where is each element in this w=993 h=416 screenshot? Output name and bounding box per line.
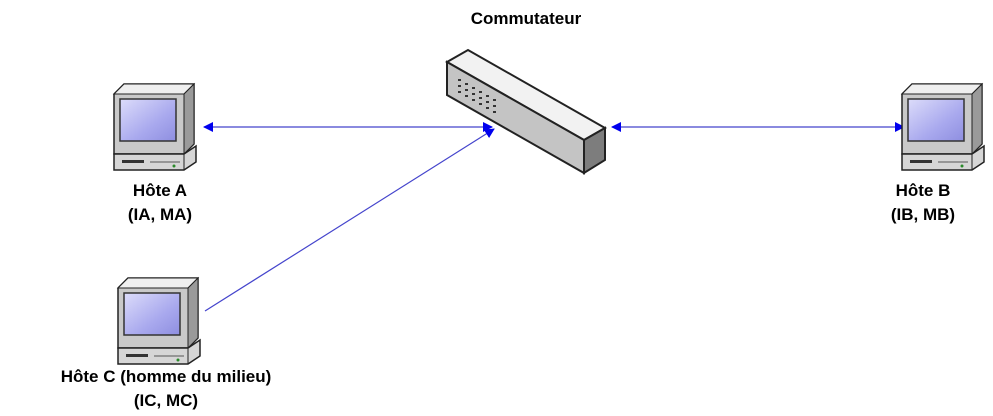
host-c-name: Hôte C (homme du milieu) bbox=[60, 367, 272, 386]
host-c-computer-icon bbox=[117, 277, 201, 365]
host-b-computer-icon bbox=[901, 83, 985, 171]
host-a-address: (IA, MA) bbox=[127, 205, 193, 224]
link-host-c-switch bbox=[204, 128, 495, 312]
network-switch-icon bbox=[444, 48, 608, 175]
host-b-address: (IB, MB) bbox=[890, 205, 956, 224]
host-b-name: Hôte B bbox=[895, 181, 951, 200]
host-c-address: (IC, MC) bbox=[133, 391, 199, 410]
host-a-name: Hôte A bbox=[132, 181, 188, 200]
switch-label: Commutateur bbox=[470, 9, 582, 28]
host-a-computer-icon bbox=[113, 83, 197, 171]
